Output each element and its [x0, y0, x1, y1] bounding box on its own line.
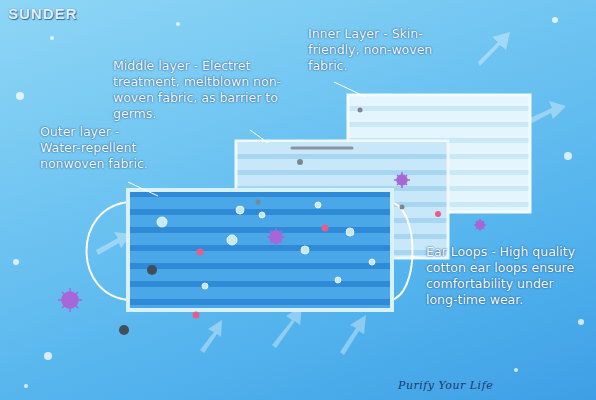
ear-loop [87, 202, 131, 300]
nose-wire [292, 147, 352, 150]
brand-logo: SUNDER [8, 6, 77, 22]
germs [58, 172, 486, 312]
layer-callout: Inner Layer - Skin-friendly, non-woven f… [308, 26, 436, 74]
slogan: Purify Your Life [398, 378, 493, 394]
particles [119, 108, 441, 336]
bubbles [13, 17, 584, 388]
layer-callout: Middle layer - Electret treatment, meltb… [113, 58, 309, 122]
outer-layer [87, 190, 413, 310]
ear-loop-callout: Ear Loops - High quality cotton ear loop… [426, 244, 588, 308]
layer-callout: Outer layer - Water-repellent nonwoven f… [40, 124, 160, 172]
leader-lines [128, 82, 422, 258]
water-droplets [157, 202, 375, 289]
